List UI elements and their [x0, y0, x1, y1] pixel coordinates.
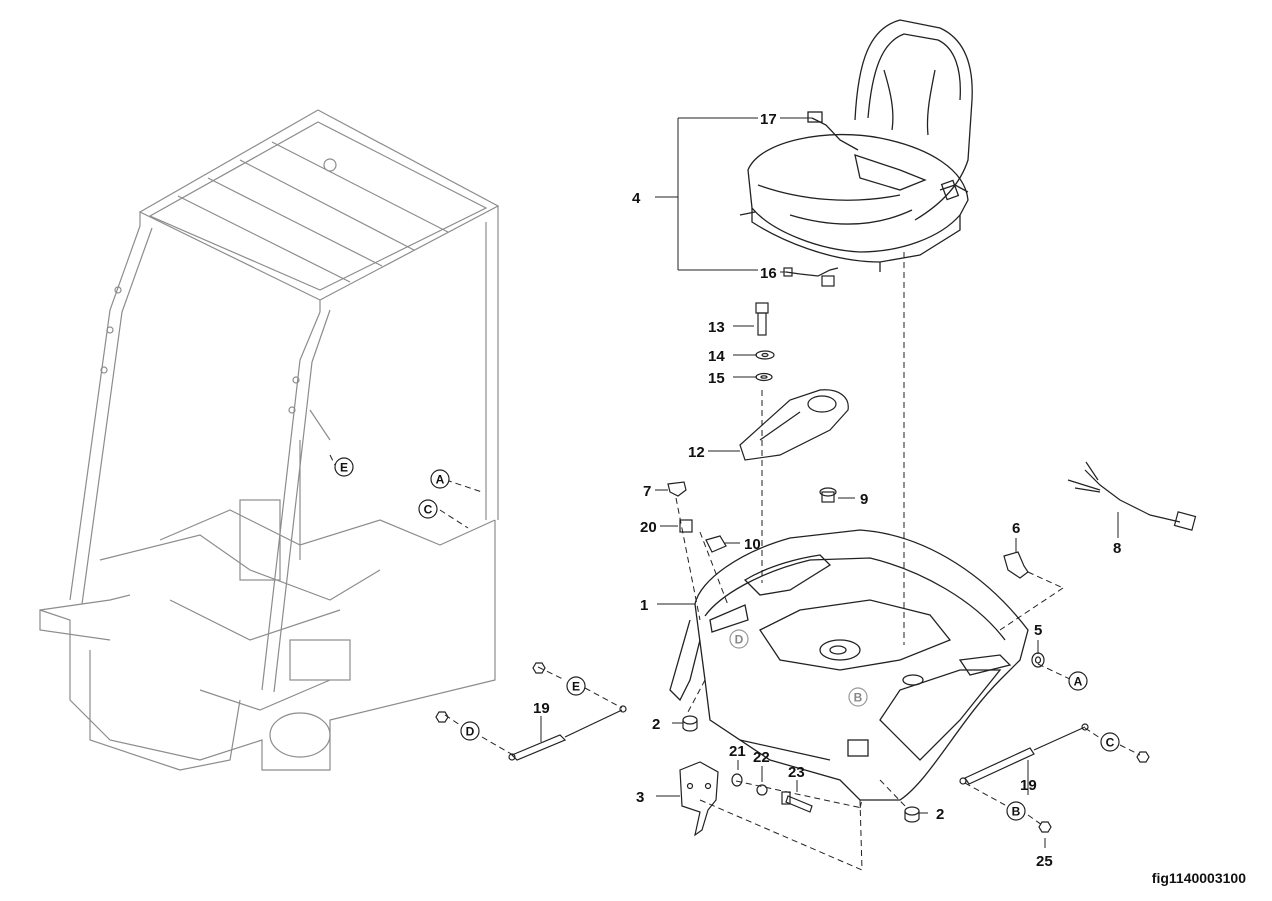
- callout-10: 10: [744, 536, 761, 553]
- callout-2: 2: [652, 716, 660, 733]
- ref-marker-b: B: [848, 687, 868, 707]
- small-parts: [667, 481, 837, 553]
- overhead-guard-chassis: [39, 109, 500, 771]
- svg-text:D: D: [466, 725, 475, 739]
- svg-text:A: A: [1074, 675, 1083, 689]
- callout-23: 23: [788, 764, 805, 781]
- ref-marker-d: D: [729, 629, 749, 649]
- callout-numbers: 1 2 2 3 4 5 6 7 8 9 10 12 13 14 15 16 17…: [533, 111, 1121, 870]
- ref-marker-a: A: [1068, 671, 1088, 691]
- seat-hood-part-1: [669, 529, 1029, 801]
- svg-text:B: B: [854, 691, 863, 705]
- callout-8: 8: [1113, 540, 1121, 557]
- knob-part-6-5: [1003, 551, 1045, 668]
- callout-20: 20: [640, 519, 657, 536]
- callout-19: 19: [1020, 777, 1037, 794]
- callout-7: 7: [643, 483, 651, 500]
- nuts: [435, 662, 1150, 833]
- callout-15: 15: [708, 370, 725, 387]
- svg-text:E: E: [340, 461, 348, 475]
- svg-text:C: C: [424, 503, 433, 517]
- fasteners-21-23: [731, 773, 813, 813]
- callout-21: 21: [729, 743, 746, 760]
- ref-marker-d: D: [460, 721, 480, 741]
- callout-12: 12: [688, 444, 705, 461]
- callout-2: 2: [936, 806, 944, 823]
- callout-14: 14: [708, 348, 725, 365]
- leader-lines: [540, 117, 1119, 848]
- gas-springs-part-19: [508, 705, 1089, 785]
- bumpers-part-2: [682, 715, 920, 823]
- ref-marker-c: C: [418, 499, 438, 519]
- seat-assembly: [739, 19, 973, 272]
- callout-16: 16: [760, 265, 777, 282]
- ref-marker-e: E: [566, 676, 586, 696]
- cable-part-8: [1067, 461, 1197, 531]
- callout-25: 25: [1036, 853, 1053, 870]
- callout-17: 17: [760, 111, 777, 128]
- callout-5: 5: [1034, 622, 1042, 639]
- svg-text:E: E: [572, 680, 580, 694]
- seat-switch-part-16: [783, 267, 839, 287]
- reference-markers: A A C C E E D D: [334, 457, 1120, 821]
- latch-part-3: [679, 761, 719, 837]
- callout-19: 19: [533, 700, 550, 717]
- ref-marker-e: E: [334, 457, 354, 477]
- figure-id: fig1140003100: [1151, 870, 1246, 886]
- ref-marker-b: B: [1006, 801, 1026, 821]
- bolt-washers-13-15: [755, 302, 775, 382]
- svg-text:B: B: [1012, 805, 1021, 819]
- armrest-part-12: [739, 389, 849, 461]
- callout-3: 3: [636, 789, 644, 806]
- callout-6: 6: [1012, 520, 1020, 537]
- callout-22: 22: [753, 749, 770, 766]
- svg-text:C: C: [1106, 736, 1115, 750]
- callout-13: 13: [708, 319, 725, 336]
- ref-marker-a: A: [430, 469, 450, 489]
- callout-4: 4: [632, 190, 641, 207]
- svg-text:A: A: [436, 473, 445, 487]
- callout-9: 9: [860, 491, 868, 508]
- ref-marker-c: C: [1100, 732, 1120, 752]
- callout-1: 1: [640, 597, 648, 614]
- svg-text:D: D: [735, 633, 744, 647]
